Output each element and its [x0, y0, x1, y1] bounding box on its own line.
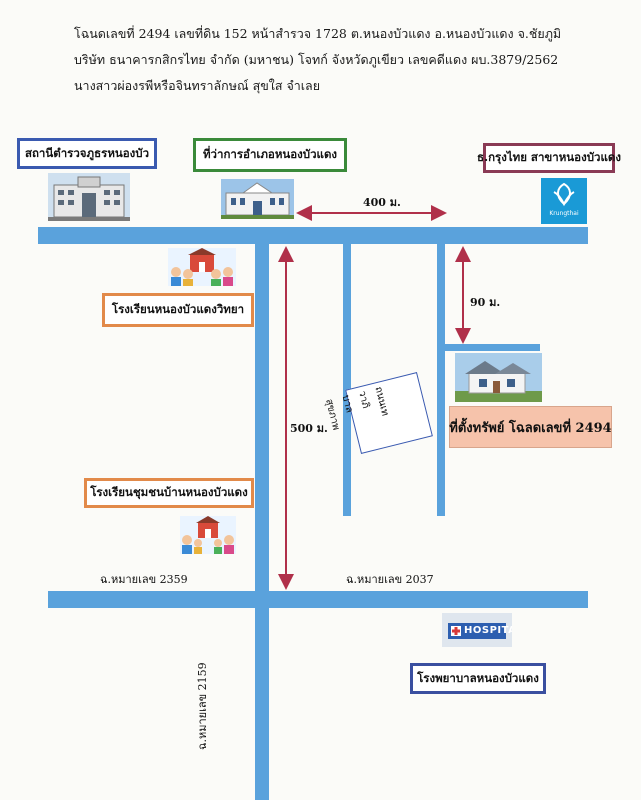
district-office-photo: [221, 179, 294, 219]
school-1-image: [168, 248, 236, 286]
header-line-2: บริษัท ธนาคารกสิกรไทย จำกัด (มหาชน) โจทก…: [74, 52, 559, 67]
road-label-2359: ฉ.หมายเลข 2359: [100, 573, 188, 586]
district-office-label: ที่ว่าการอำเภอหนองบัวแดง: [193, 138, 347, 172]
road-main-vertical: [255, 244, 269, 800]
bank-branch-label: ธ.กรุงไทย สาขาหนองบัวแดง: [477, 143, 621, 173]
road-top: [38, 227, 588, 244]
police-station-label: สถานีตำรวจภูธรหนองบัว: [17, 138, 157, 169]
hospital-sign-text: HOSPITAL: [464, 625, 512, 636]
header-line-1: โฉนดเลขที่ 2494 เลขที่ดิน 152 หน้าสำรวจ …: [74, 26, 562, 41]
road-bottom: [48, 591, 588, 608]
krungthai-logo-text: Krungthai: [549, 210, 579, 217]
school-2-image: [180, 516, 236, 554]
road-label-2037: ฉ.หมายเลข 2037: [346, 573, 434, 586]
school-1-label: โรงเรียนหนองบัวแดงวิทยา: [102, 293, 254, 327]
distance-400m: 400 ม.: [363, 196, 401, 209]
school-2-label: โรงเรียนชุมชนบ้านหนองบัวแดง: [84, 478, 254, 508]
hospital-label: โรงพยาบาลหนองบัวแดง: [410, 663, 546, 694]
krungthai-logo: Krungthai: [541, 178, 587, 224]
road-mid-vertical: [343, 244, 351, 516]
road-label-2159: ฉ.หมายเลข 2159: [196, 662, 209, 750]
police-station-photo: [48, 173, 130, 221]
distance-500m: 500 ม.: [290, 422, 328, 435]
header-line-3: นางสาวผ่องรพีหรือจินทราลักษณ์ สุขใส จำเล…: [74, 78, 321, 93]
property-house-photo: [455, 353, 542, 402]
property-label: ที่ตั้งทรัพย์ โฉลดเลขที่ 2494: [449, 406, 612, 448]
distance-90m: 90 ม.: [470, 296, 501, 309]
road-property-branch: [445, 344, 540, 351]
road-right-vertical: [437, 244, 445, 516]
hospital-sign: HOSPITAL: [442, 613, 512, 647]
